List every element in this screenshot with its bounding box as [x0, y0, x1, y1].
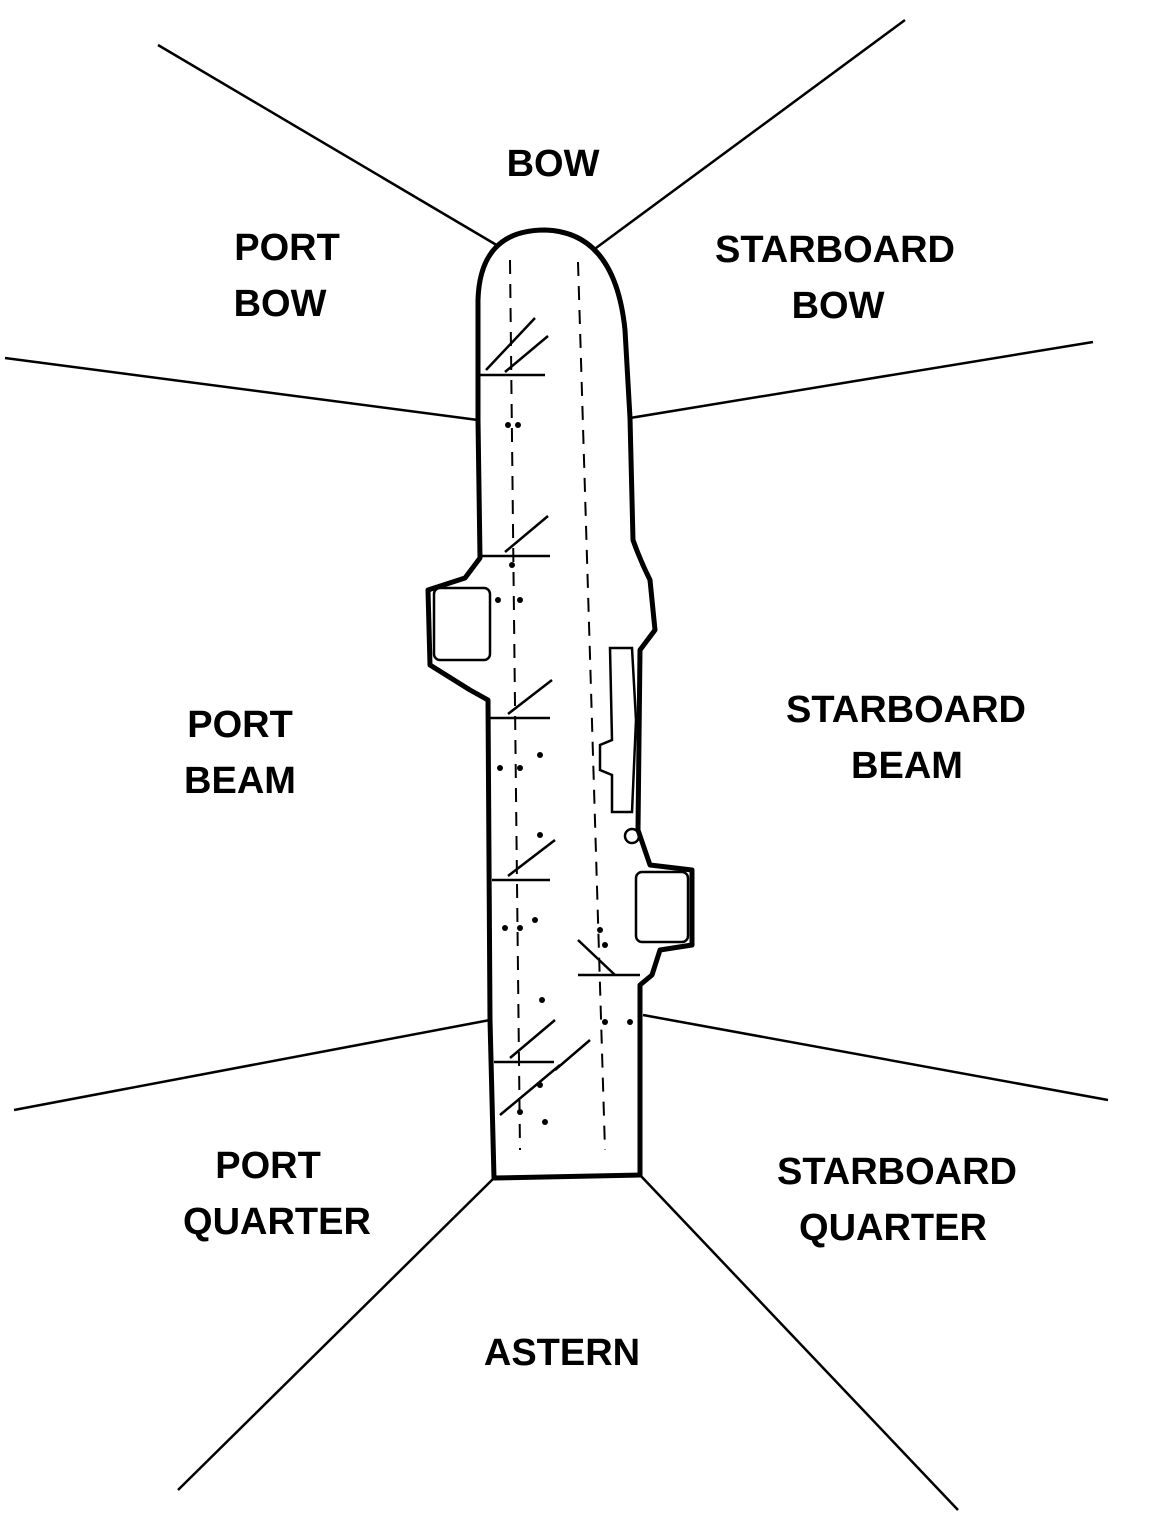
deck-markings	[478, 317, 640, 1116]
line-starboard-beam-quarter	[642, 1013, 1109, 1102]
label-astern: ASTERN	[484, 1332, 640, 1374]
label-starboard-bow-line1: STARBOARD	[715, 229, 955, 271]
island-mast	[623, 827, 641, 845]
port-sponson	[432, 586, 492, 662]
line-bow-starboard	[595, 18, 906, 250]
hull-outline	[425, 227, 695, 1181]
label-port-quarter-line1: PORT	[215, 1145, 321, 1187]
ship-hull	[425, 227, 695, 1181]
line-bow-port	[157, 43, 506, 252]
line-astern-starboard	[639, 1174, 959, 1511]
label-starboard-quarter-line2: QUARTER	[799, 1207, 987, 1249]
bearing-labels: BOW PORT BOW STARBOARD BOW PORT BEAM STA…	[183, 143, 1026, 1374]
island	[598, 646, 638, 814]
label-port-quarter-line2: QUARTER	[183, 1201, 371, 1243]
deck-centerline-port	[509, 259, 521, 1151]
label-starboard-beam-line1: STARBOARD	[786, 689, 1026, 731]
label-starboard-beam-line2: BEAM	[851, 745, 963, 787]
label-port-beam-line2: BEAM	[184, 760, 296, 802]
label-port-bow-line2: BOW	[234, 283, 327, 325]
line-starboard-bow-beam	[629, 340, 1094, 420]
label-bow: BOW	[507, 143, 600, 185]
label-starboard-quarter-line1: STARBOARD	[777, 1151, 1017, 1193]
line-port-beam-quarter	[13, 1018, 491, 1112]
label-starboard-bow-line2: BOW	[792, 285, 885, 327]
label-port-bow-line1: PORT	[234, 227, 340, 269]
deck-dots	[495, 422, 633, 1125]
line-astern-port	[177, 1177, 495, 1491]
line-port-bow-beam	[4, 356, 479, 422]
label-port-beam-line1: PORT	[187, 704, 293, 746]
sector-lines	[4, 18, 1109, 1511]
deck-centerline-starboard	[577, 261, 606, 1151]
starboard-sponson	[634, 870, 690, 944]
